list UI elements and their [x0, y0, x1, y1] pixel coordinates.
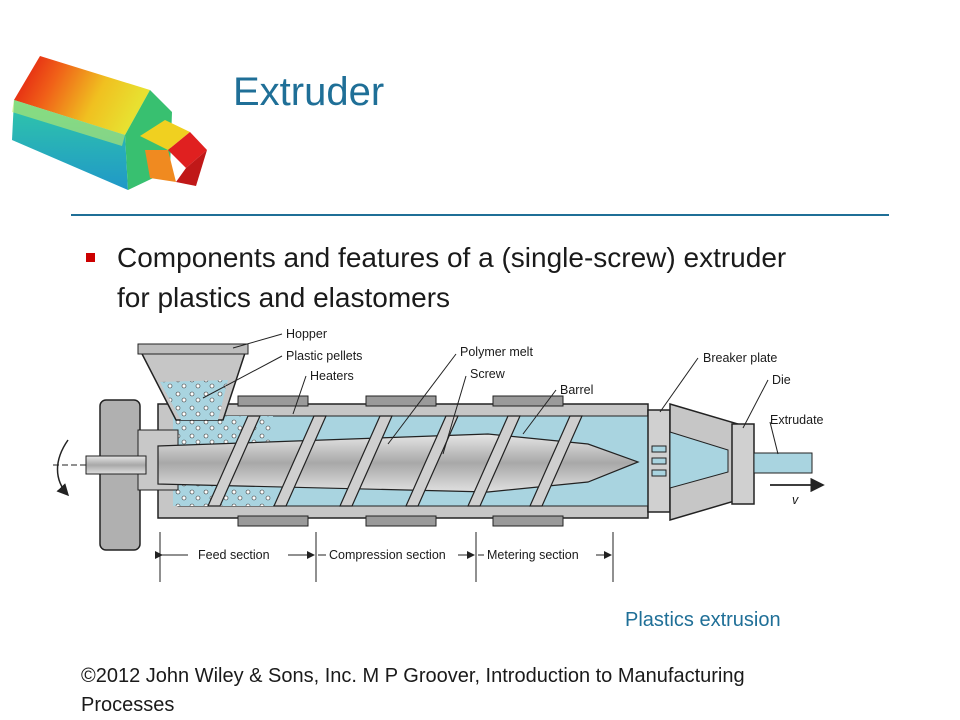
label-breaker-plate: Breaker plate — [703, 351, 777, 365]
copyright-footer: ©2012 John Wiley & Sons, Inc. M P Groove… — [81, 665, 745, 716]
label-metering-section: Metering section — [487, 548, 579, 562]
slide-title: Extruder — [233, 70, 385, 114]
heater-6 — [492, 515, 564, 527]
die-plate — [731, 423, 755, 505]
label-velocity: v — [792, 493, 799, 507]
die-channel — [669, 431, 729, 489]
extruder-heatmap-logo-icon — [12, 56, 207, 190]
screw-flights — [207, 415, 583, 507]
heater-3 — [492, 395, 564, 407]
extruder-diagram: Hopper Plastic pellets Heaters Polymer m… — [53, 327, 825, 582]
heater-4 — [237, 515, 309, 527]
hopper-pellets — [160, 380, 228, 420]
bullet-square-icon — [86, 253, 95, 262]
shaft-end — [85, 455, 147, 475]
label-die: Die — [772, 373, 791, 387]
title-divider — [71, 214, 889, 216]
heater-5 — [365, 515, 437, 527]
drive-flange — [99, 399, 141, 551]
label-screw: Screw — [470, 367, 506, 381]
label-feed-section: Feed section — [198, 548, 270, 562]
label-compression-section: Compression section — [329, 548, 446, 562]
label-hopper: Hopper — [286, 327, 327, 341]
hopper-rim — [137, 343, 249, 355]
rotation-arrow — [56, 439, 70, 497]
heater-1 — [237, 395, 309, 407]
label-heaters: Heaters — [310, 369, 354, 383]
extrudate — [753, 452, 813, 474]
bullet-text: Components and features of a (single-scr… — [117, 242, 787, 313]
label-extrudate: Extrudate — [770, 413, 824, 427]
label-polymer-melt: Polymer melt — [460, 345, 533, 359]
label-barrel: Barrel — [560, 383, 593, 397]
heater-2 — [365, 395, 437, 407]
label-plastic-pellets: Plastic pellets — [286, 349, 362, 363]
figure-caption: Plastics extrusion — [625, 609, 781, 631]
